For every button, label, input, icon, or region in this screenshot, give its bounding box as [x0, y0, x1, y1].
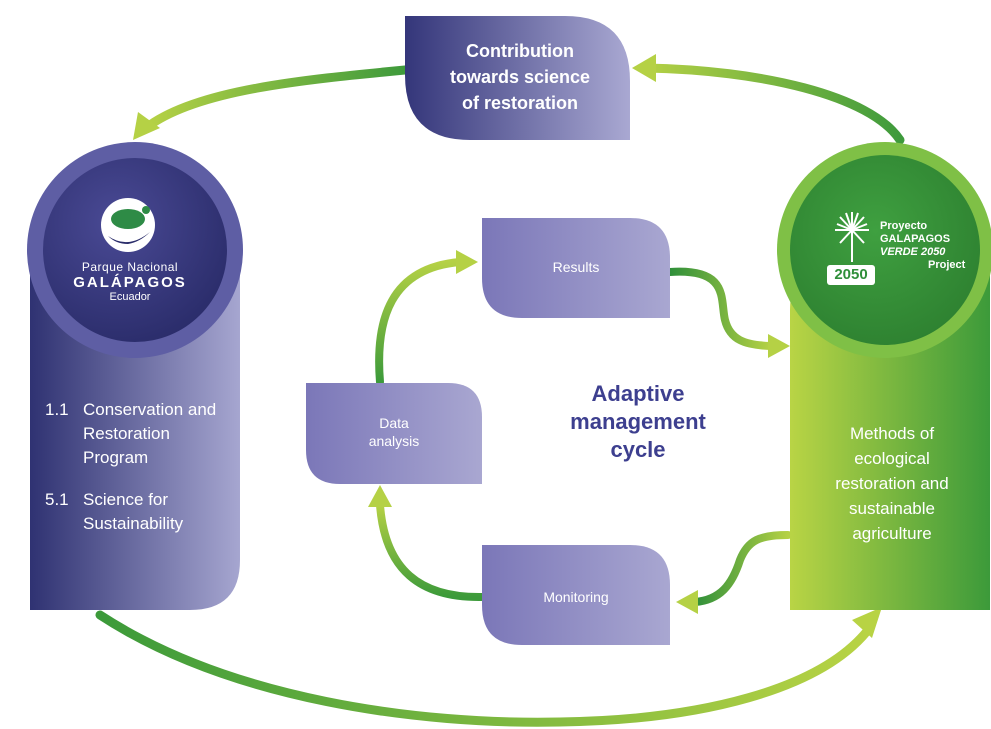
verde-line3: VERDE 2050	[880, 246, 946, 258]
verde-2050-logo: Proyecto GALAPAGOS VERDE 2050 Project	[880, 220, 980, 272]
results-label: Results	[552, 259, 600, 275]
list-item: 5.1 Science for Sustainability	[45, 488, 235, 536]
logo-line1: Parque Nacional	[81, 260, 179, 274]
center-title: Adaptive management cycle	[548, 380, 728, 464]
center-line2: management	[570, 409, 706, 434]
right-text-line1: Methods of	[849, 424, 935, 443]
top-box-title: Contribution towards science of restorat…	[415, 38, 625, 116]
arrow-top-left	[133, 65, 410, 140]
right-text-line3: restoration and	[835, 474, 949, 493]
tortoise-shark-icon	[101, 198, 155, 252]
verde-line4: Project	[928, 259, 966, 271]
top-box-line1: Contribution	[466, 41, 574, 61]
arrow-monitoring-to-data	[368, 485, 486, 602]
item-text: Conservation and Restoration Program	[83, 400, 217, 467]
right-text-line4: sustainable	[848, 499, 935, 518]
item-number: 5.1	[45, 490, 69, 509]
left-panel-items: 1.1 Conservation and Restoration Program…	[45, 398, 235, 554]
item-number: 1.1	[45, 400, 69, 419]
top-box-line2: towards science	[449, 67, 591, 87]
data-analysis-line2: analysis	[368, 433, 420, 449]
top-box-shape	[405, 16, 630, 140]
arrow-results-to-right	[666, 267, 790, 358]
monitoring-box-shape	[482, 545, 670, 645]
right-text-line2: ecological	[854, 449, 930, 468]
logo-line2: GALÁPAGOS	[73, 274, 187, 291]
list-item: 1.1 Conservation and Restoration Program	[45, 398, 235, 470]
verde-line2: GALAPAGOS	[880, 233, 951, 245]
arrow-top-right	[632, 54, 905, 145]
item-text: Science for Sustainability	[83, 490, 184, 533]
right-panel-text: Methods of ecological restoration and su…	[812, 421, 972, 546]
arrow-bottom	[95, 607, 882, 727]
data-analysis-line1: Data	[379, 415, 409, 431]
parque-nacional-logo: Parque Nacional GALÁPAGOS Ecuador	[45, 260, 215, 303]
verde-line1: Proyecto	[880, 220, 928, 232]
data-analysis-label: Data analysis	[306, 414, 482, 450]
data-analysis-box-shape	[306, 383, 482, 484]
monitoring-label: Monitoring	[543, 589, 609, 605]
logo-line3: Ecuador	[109, 291, 151, 303]
sunburst-icon	[835, 212, 869, 262]
center-line1: Adaptive	[591, 381, 685, 406]
arrow-data-to-results	[375, 250, 478, 386]
right-panel-shape	[777, 142, 991, 610]
badge-2050: 2050	[827, 265, 875, 285]
center-line3: cycle	[610, 437, 666, 462]
arrow-right-to-monitoring	[676, 531, 792, 614]
right-text-line5: agriculture	[852, 524, 932, 543]
top-box-line3: of restoration	[461, 93, 578, 113]
results-box-shape	[482, 218, 670, 318]
